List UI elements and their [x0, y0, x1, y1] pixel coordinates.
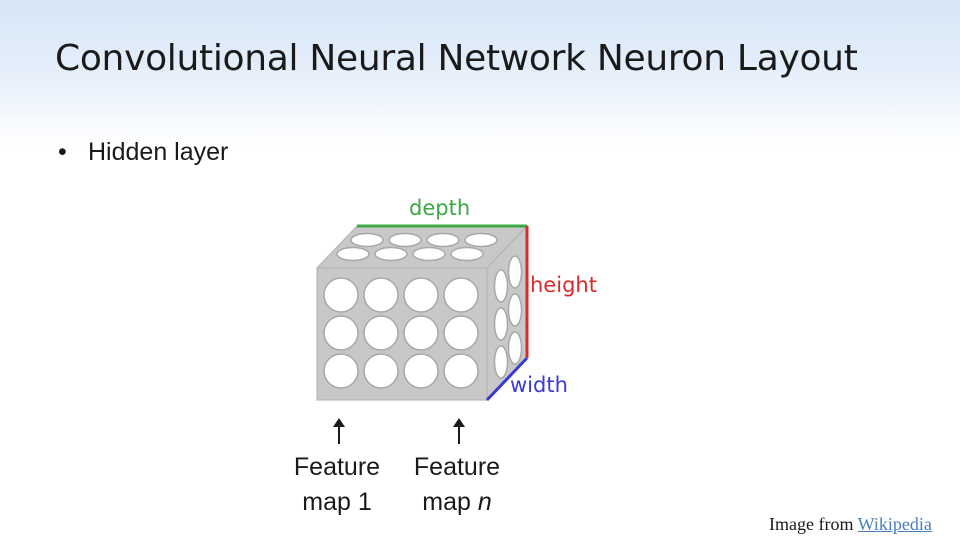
neuron-side [507, 255, 523, 289]
bullet-text: Hidden layer [88, 138, 229, 166]
neuron-top [426, 232, 460, 248]
feature-map-n-index: n [477, 488, 492, 516]
neuron-cube-diagram: depth height width [315, 196, 597, 402]
feature-map-1-line2: map 1 [287, 485, 387, 520]
feature-map-n-arrow [453, 418, 465, 444]
neuron-top [374, 246, 408, 262]
neuron-front [363, 277, 399, 313]
neuron-front [403, 315, 439, 351]
neuron-front [363, 353, 399, 389]
feature-map-1-arrow [333, 418, 345, 444]
neuron-top [450, 246, 484, 262]
height-label: height [530, 273, 597, 297]
width-label: width [510, 373, 568, 397]
feature-map-1-index: 1 [357, 488, 372, 516]
neuron-front [443, 277, 479, 313]
feature-map-n-label: Feature map n [407, 450, 507, 520]
title-background [0, 0, 960, 150]
wikipedia-link[interactable]: Wikipedia [857, 514, 932, 534]
neuron-top [350, 232, 384, 248]
neuron-front [443, 315, 479, 351]
feature-map-n-line2: map n [407, 485, 507, 520]
neuron-top [464, 232, 498, 248]
slide-title: Convolutional Neural Network Neuron Layo… [55, 38, 858, 79]
neuron-front [443, 353, 479, 389]
neuron-top [388, 232, 422, 248]
neuron-side [493, 345, 509, 379]
neuron-side [493, 307, 509, 341]
neuron-front [323, 315, 359, 351]
feature-map-1-prefix: map [302, 488, 358, 516]
neuron-front [403, 353, 439, 389]
neuron-top [336, 246, 370, 262]
neuron-side [507, 331, 523, 365]
neuron-front [323, 353, 359, 389]
feature-map-1-line1: Feature [293, 453, 381, 481]
neuron-front [323, 277, 359, 313]
neuron-side [493, 269, 509, 303]
credit-prefix: Image from [769, 514, 858, 534]
neuron-front [363, 315, 399, 351]
feature-map-n-prefix: map [422, 488, 478, 516]
feature-map-n-line1: Feature [413, 453, 501, 481]
neuron-grid [323, 232, 523, 389]
image-credit: Image from Wikipedia [769, 514, 932, 535]
width-edge [485, 356, 529, 402]
neuron-top [412, 246, 446, 262]
neuron-front [403, 277, 439, 313]
depth-label: depth [409, 196, 470, 220]
bullet-icon: • [58, 138, 67, 166]
neuron-side [507, 293, 523, 327]
feature-map-1-label: Feature map 1 [287, 450, 387, 520]
bullet-item: • Hidden layer [58, 138, 228, 167]
